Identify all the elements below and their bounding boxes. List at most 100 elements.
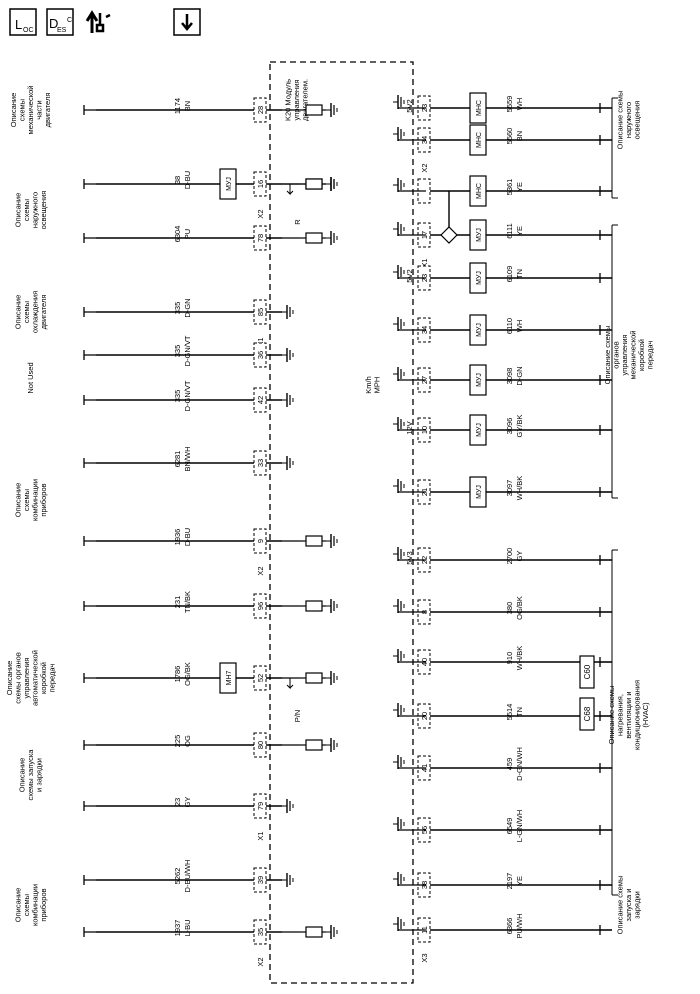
svg-text:двигателем.: двигателем. — [301, 79, 310, 121]
loc-sub: OC — [23, 27, 34, 34]
svg-text:Описание схемы: Описание схемы — [616, 91, 625, 150]
ground-right-7 — [393, 417, 405, 431]
wire-num-right-15: 2197 — [505, 873, 514, 890]
wire-color-right-12: TN — [515, 707, 524, 717]
toolbar: L OC D ES C — [0, 0, 700, 50]
svg-text:органов: органов — [611, 341, 620, 368]
ground-right-15 — [393, 872, 405, 886]
connector-left-13: X2 — [256, 957, 265, 966]
svg-text:комбинации: комбинации — [30, 884, 39, 926]
ground-left-4 — [282, 348, 294, 362]
download-arrow-button[interactable] — [172, 7, 202, 37]
svg-text:управления: управления — [22, 658, 31, 699]
wire-num-right-6: 3098 — [505, 368, 514, 385]
desc-main: D — [49, 16, 58, 31]
pin-left-0: 28 — [256, 106, 265, 114]
svg-text:Описание: Описание — [5, 661, 14, 696]
bracket-left-11 — [83, 801, 96, 811]
svg-text:Описание: Описание — [13, 888, 22, 923]
wire-num-right-14: 6549 — [505, 818, 514, 835]
diagnostic-tool-icon[interactable] — [82, 7, 112, 37]
svg-text:MHC: MHC — [476, 183, 483, 199]
wire-color-right-9: GY — [515, 551, 524, 562]
wire-num-left-9: 1786 — [173, 666, 182, 683]
wire-num-right-13: 459 — [505, 758, 514, 771]
svg-text:наружного: наружного — [30, 192, 39, 228]
device-right-4: МУЈ — [469, 262, 487, 294]
wire-color-right-16: PU/WH — [515, 914, 524, 939]
loc-button[interactable]: L OC — [8, 7, 38, 37]
wire-num-left-7: 1936 — [173, 529, 182, 546]
wire-num-left-8: 231 — [173, 596, 182, 609]
wire-num-left-1: 38 — [173, 176, 182, 184]
ground-right-0 — [393, 95, 405, 109]
svg-text:нагревания,: нагревания, — [616, 694, 625, 736]
svg-text:охлаждения: охлаждения — [30, 291, 39, 333]
pin-box-left-11 — [253, 793, 267, 819]
voltage-right-7: 12V — [405, 421, 414, 434]
wire-color-left-8: TN/BK — [183, 591, 192, 613]
wire-num-right-16: 6366 — [505, 918, 514, 935]
device-right-1: MHC — [469, 124, 487, 156]
svg-text:МУЈ: МУЈ — [476, 271, 483, 285]
pin-box-left-7 — [253, 528, 267, 554]
pin-left-9: 52 — [256, 674, 265, 682]
desc-button[interactable]: D ES C — [45, 7, 75, 37]
pin-box-left-10 — [253, 732, 267, 758]
ground-right-11 — [393, 649, 405, 663]
wire-color-left-13: L-BU — [183, 919, 192, 936]
ground-right-4 — [393, 265, 405, 279]
svg-text:МУЈ: МУЈ — [226, 177, 233, 191]
wire-color-left-3: D-GN — [183, 298, 192, 317]
device-right-5: МУЈ — [469, 314, 487, 346]
pin-box-left-9 — [253, 665, 267, 691]
pin-left-3: 85 — [256, 308, 265, 316]
pin-left-8: 96 — [256, 602, 265, 610]
svg-text:MH7: MH7 — [226, 671, 233, 686]
pin-box-left-0 — [253, 97, 267, 123]
svg-text:МУЈ: МУЈ — [476, 423, 483, 437]
pin-left-11: 79 — [256, 802, 265, 810]
svg-text:схемы: схемы — [22, 894, 31, 916]
pin-box-left-6 — [253, 450, 267, 476]
pin-box-left-3 — [253, 299, 267, 325]
ground-right-10 — [393, 599, 405, 613]
bracket-left-3 — [83, 307, 96, 317]
bracket-left-1 — [83, 179, 96, 189]
ground-right-13 — [393, 755, 405, 769]
wire-num-right-0: 5559 — [505, 96, 514, 113]
wire-num-right-5: 6110 — [505, 318, 514, 334]
voltage-right-0: 5V2 — [405, 99, 414, 112]
svg-text:освещения: освещения — [633, 101, 642, 140]
wire-color-left-7: D-BU — [183, 528, 192, 546]
bracket-left-2 — [83, 233, 96, 243]
connector-left-3: X1 — [256, 337, 265, 346]
pin-left-7: 9 — [256, 539, 265, 543]
label-PN-9: P/N — [293, 710, 302, 723]
bracket-left-8 — [83, 601, 96, 611]
voltage-right-4: 5V2 — [405, 269, 414, 282]
svg-text:коробкой: коробкой — [39, 662, 48, 694]
wire-color-right-5: WH — [515, 320, 524, 333]
desc-sub2: C — [67, 17, 72, 24]
wire-num-left-6: 6281 — [173, 451, 182, 468]
svg-text:управления: управления — [292, 80, 301, 121]
bracket-left-5 — [83, 395, 96, 405]
svg-text:Описание схемы: Описание схемы — [616, 876, 625, 935]
connector-left-1: X2 — [256, 209, 265, 218]
connector-right-3: X1 — [420, 258, 429, 267]
ground-symbol — [326, 599, 338, 613]
pin-box-left-4 — [253, 342, 267, 368]
resistor-left-7 — [300, 535, 326, 547]
ground-right-5 — [393, 317, 405, 331]
svg-text:кондиционирования: кондиционирования — [633, 680, 642, 750]
wire-color-right-3: YE — [515, 226, 524, 236]
ground-left-11 — [282, 799, 294, 813]
